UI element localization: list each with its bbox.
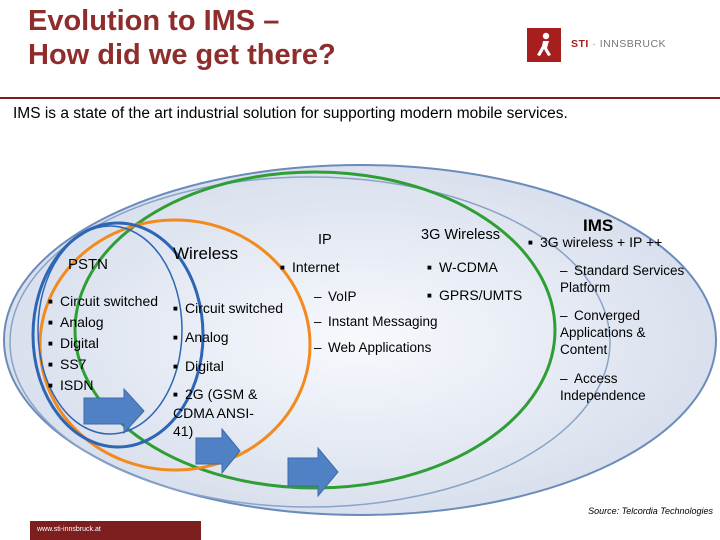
ip-item: –VoIP (314, 289, 357, 304)
ims-item: –Access Independence (560, 371, 646, 403)
ims-item: –Converged Applications & Content (560, 308, 646, 357)
sti-logo: STI · INNSBRUCK (527, 26, 717, 62)
ims-item: –Standard Services Platform (560, 263, 685, 295)
ims-bullet: ■3G wireless + IP ++ (528, 234, 663, 250)
title-divider (0, 97, 720, 99)
pstn-item-text: Analog (60, 314, 104, 330)
ip-item-text: VoIP (328, 289, 357, 304)
wireless-item: ■Digital (173, 358, 224, 374)
ip-heading: IP (318, 232, 332, 248)
threeg-item-text: W-CDMA (439, 259, 498, 275)
ip-bullet: ■Internet (280, 259, 340, 275)
logo-text: STI · INNSBRUCK (571, 38, 666, 50)
wireless-ellipse (38, 218, 312, 472)
wireless-item: ■Analog (173, 329, 229, 345)
source-note: Source: Telcordia Technologies (588, 506, 713, 516)
ip-item-text: Web Applications (328, 340, 432, 355)
title-line-1: Evolution to IMS – (28, 5, 280, 37)
pstn-ellipse (31, 221, 205, 449)
ims-item-text: Standard Services Platform (560, 263, 685, 295)
ip-ellipse (73, 170, 557, 490)
pstn-item: ■Circuit switched (48, 293, 159, 309)
ims-item-text: Access Independence (560, 371, 646, 403)
footer-bar: www.sti-innsbruck.at (30, 521, 201, 540)
wireless-item-text: Digital (185, 358, 224, 374)
wireless-heading: Wireless (173, 244, 239, 263)
arrow-wireless-to-ip (195, 427, 241, 475)
pstn-item-text: SS7 (60, 356, 87, 372)
pstn-item: ■SS7 (48, 356, 87, 372)
ims-ellipse (3, 164, 717, 516)
wireless-item-text: 2G (GSM & CDMA ANSI-41) (173, 386, 258, 439)
pstn-heading: PSTN (68, 256, 109, 273)
logo-brand: STI (571, 38, 589, 50)
footer-url[interactable]: www.sti-innsbruck.at (37, 526, 101, 533)
logo-place: INNSBRUCK (599, 38, 667, 50)
pstn-item-text: Digital (60, 335, 99, 351)
ims-item-text: Converged Applications & Content (560, 308, 646, 357)
title-line-2: How did we get there? (28, 39, 336, 71)
ip-item: –Web Applications (314, 340, 432, 355)
threeg-item-text: GPRS/UMTS (439, 287, 523, 303)
wireless-item: ■2G (GSM & CDMA ANSI-41) (173, 386, 258, 439)
subtitle: IMS is a state of the art industrial sol… (13, 105, 568, 122)
pstn-item-text: Circuit switched (60, 293, 159, 309)
threeg-heading: 3G Wireless (421, 227, 500, 243)
logo-separator: · (588, 38, 600, 50)
pstn-item-text: ISDN (60, 377, 94, 393)
page-title: Evolution to IMS – How did we get there? (28, 4, 336, 72)
wireless-item: ■Circuit switched (173, 300, 284, 316)
pstn-inner-ellipse (37, 225, 183, 435)
pstn-item: ■Analog (48, 314, 104, 330)
ims-inner-ellipse (9, 176, 611, 508)
ip-item: –Instant Messaging (314, 314, 438, 329)
arrow-ip-to-ims (287, 446, 339, 498)
running-figure-icon (527, 28, 561, 62)
ims-heading: IMS (583, 216, 614, 235)
wireless-item-text: Analog (185, 329, 229, 345)
threeg-item: ■GPRS/UMTS (427, 287, 523, 303)
ip-item-text: Instant Messaging (328, 314, 438, 329)
arrow-pstn-to-wireless (83, 387, 145, 435)
pstn-item: ■Digital (48, 335, 99, 351)
threeg-item: ■W-CDMA (427, 259, 498, 275)
ims-bullet-text: 3G wireless + IP ++ (540, 234, 663, 250)
pstn-item: ■ISDN (48, 377, 94, 393)
wireless-item-text: Circuit switched (185, 300, 284, 316)
ip-bullet-text: Internet (292, 259, 340, 275)
